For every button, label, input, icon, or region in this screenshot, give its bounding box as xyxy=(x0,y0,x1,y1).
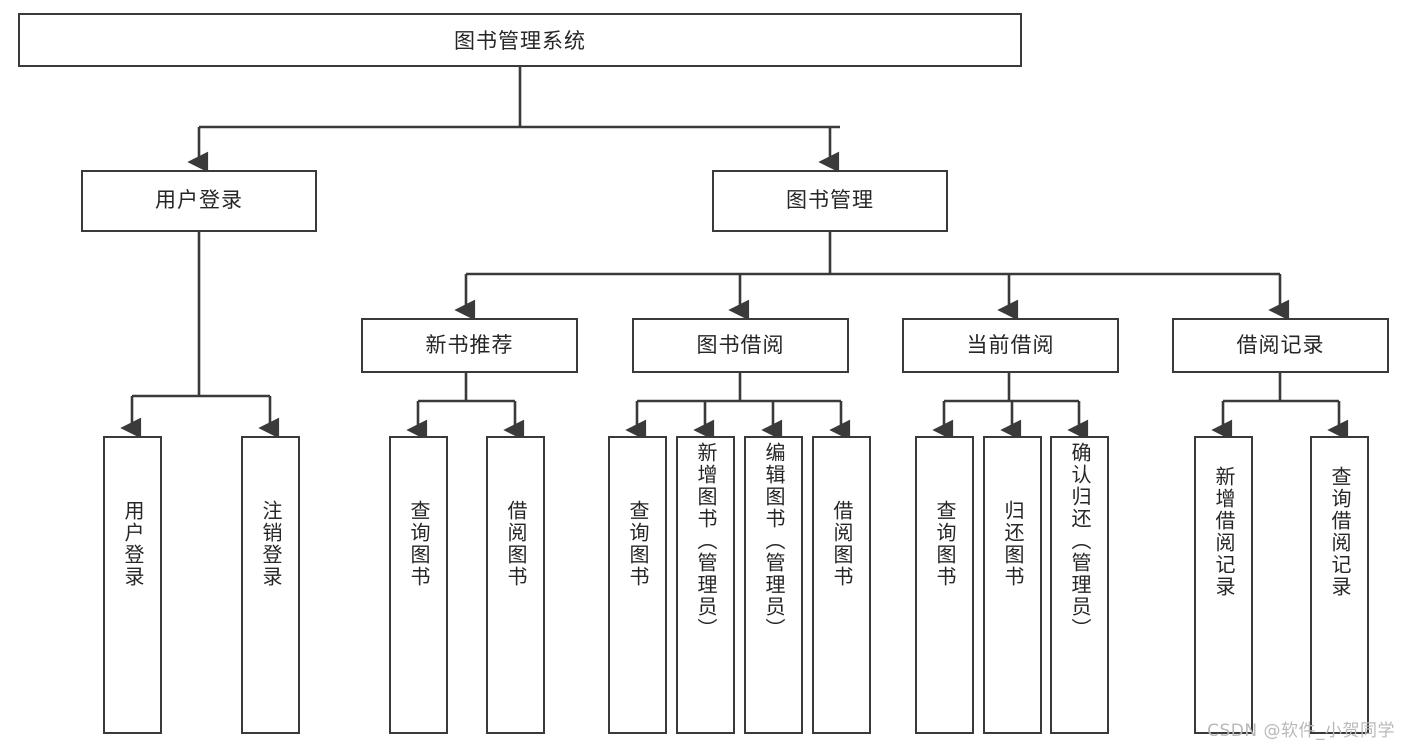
leaf-label: 编辑图书（管理员） xyxy=(762,442,786,640)
node-current-borrow[interactable]: 当前借阅 xyxy=(902,318,1119,373)
node-root-book-management-system[interactable]: 图书管理系统 xyxy=(18,13,1022,67)
node-user-login[interactable]: 用户登录 xyxy=(81,170,317,232)
leaf-book-borrow-add-book-admin[interactable]: 新增图书（管理员） xyxy=(676,436,735,734)
node-book-borrow[interactable]: 图书借阅 xyxy=(632,318,849,373)
leaf-current-borrow-query-book[interactable]: 查询图书 xyxy=(915,436,974,734)
node-label: 借阅记录 xyxy=(1236,332,1325,357)
leaf-label: 查询图书 xyxy=(626,500,650,588)
node-label: 图书借阅 xyxy=(696,332,785,357)
leaf-book-borrow-edit-book-admin[interactable]: 编辑图书（管理员） xyxy=(744,436,803,734)
node-label: 新书推荐 xyxy=(425,332,514,357)
leaf-current-borrow-return-book[interactable]: 归还图书 xyxy=(983,436,1042,734)
leaf-current-borrow-confirm-return-admin[interactable]: 确认归还（管理员） xyxy=(1050,436,1109,734)
leaf-new-book-borrow-book[interactable]: 借阅图书 xyxy=(486,436,545,734)
node-label: 当前借阅 xyxy=(966,332,1055,357)
leaf-label: 查询图书 xyxy=(933,500,957,588)
leaf-label: 借阅图书 xyxy=(830,500,854,588)
leaf-new-book-query-book[interactable]: 查询图书 xyxy=(389,436,448,734)
leaf-user-login-login[interactable]: 用户登录 xyxy=(103,436,162,734)
node-label: 图书管理 xyxy=(786,188,874,213)
leaf-label: 借阅图书 xyxy=(504,500,528,588)
leaf-label: 注销登录 xyxy=(259,500,283,588)
watermark-text: CSDN @软件_小贺同学 xyxy=(1207,721,1395,741)
leaf-user-login-logout[interactable]: 注销登录 xyxy=(241,436,300,734)
leaf-label: 新增图书（管理员） xyxy=(694,442,718,640)
node-borrow-record[interactable]: 借阅记录 xyxy=(1172,318,1389,373)
leaf-label: 用户登录 xyxy=(121,500,145,588)
node-new-book-recommend[interactable]: 新书推荐 xyxy=(361,318,578,373)
node-label: 用户登录 xyxy=(155,188,243,213)
leaf-label: 确认归还（管理员） xyxy=(1068,442,1092,640)
leaf-borrow-record-query-record[interactable]: 查询借阅记录 xyxy=(1310,436,1369,734)
leaf-book-borrow-borrow-book[interactable]: 借阅图书 xyxy=(812,436,871,734)
leaf-book-borrow-query-book[interactable]: 查询图书 xyxy=(608,436,667,734)
node-book-management[interactable]: 图书管理 xyxy=(712,170,948,232)
node-label: 图书管理系统 xyxy=(454,29,586,53)
leaf-borrow-record-add-record[interactable]: 新增借阅记录 xyxy=(1194,436,1253,734)
leaf-label: 归还图书 xyxy=(1001,500,1025,588)
leaf-label: 查询图书 xyxy=(407,500,431,588)
leaf-label: 新增借阅记录 xyxy=(1212,466,1236,598)
leaf-label: 查询借阅记录 xyxy=(1328,466,1352,598)
